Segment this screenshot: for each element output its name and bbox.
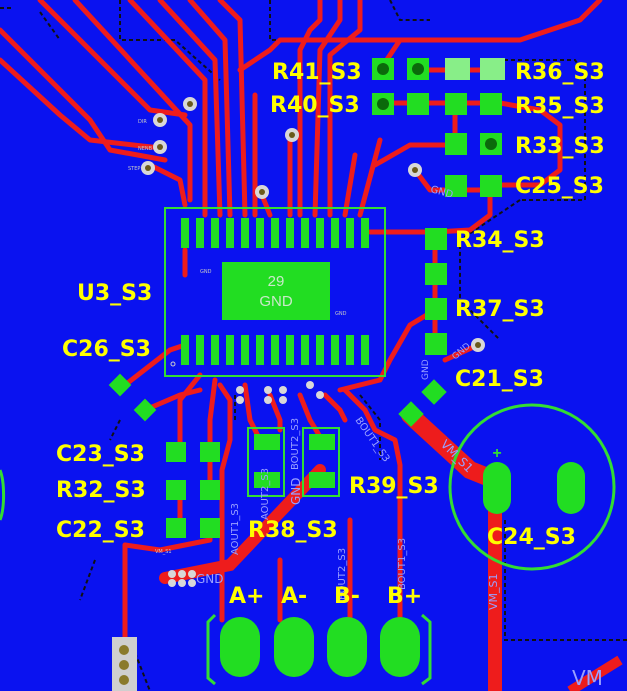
r35-pad-right bbox=[480, 93, 502, 115]
vias bbox=[141, 97, 485, 587]
net-aout1: AOUT1_S3 bbox=[230, 503, 241, 555]
label-r32: R32_S3 bbox=[56, 478, 146, 503]
r35-pad-left bbox=[445, 93, 467, 115]
label-r40: R40_S3 bbox=[270, 93, 360, 118]
u3-outline bbox=[164, 207, 386, 377]
r32-pad-right bbox=[200, 480, 220, 500]
label-u3: U3_S3 bbox=[77, 281, 152, 306]
u3-footprint[interactable]: 29 GND bbox=[164, 207, 386, 377]
r37-pad-top bbox=[425, 263, 447, 285]
label-r35: R35_S3 bbox=[515, 94, 605, 119]
svg-text:STEP: STEP bbox=[128, 166, 140, 172]
u3-thermal-pad bbox=[222, 262, 330, 320]
motor-connector bbox=[206, 613, 432, 686]
u3-pad-net: GND bbox=[259, 293, 293, 310]
u3-bottom-pins bbox=[181, 335, 369, 365]
svg-text:VM_S1: VM_S1 bbox=[155, 549, 172, 555]
connector-labels: A+ A- B- B+ bbox=[229, 584, 422, 609]
c22-pad-right bbox=[200, 518, 220, 538]
label-r38: R38_S3 bbox=[248, 518, 338, 543]
label-r36: R36_S3 bbox=[515, 60, 605, 85]
label-r39: R39_S3 bbox=[349, 474, 439, 499]
svg-text:GND: GND bbox=[200, 269, 212, 275]
label-r33: R33_S3 bbox=[515, 134, 605, 159]
c25-pad-right bbox=[480, 175, 502, 197]
net-vm-s1-vertical: VM_S1 bbox=[487, 574, 500, 611]
r36-pad-right bbox=[480, 58, 505, 80]
label-r34: R34_S3 bbox=[455, 228, 545, 253]
label-c26: C26_S3 bbox=[62, 337, 151, 362]
label-c23: C23_S3 bbox=[56, 442, 145, 467]
c21-pad-b bbox=[398, 401, 424, 427]
u3-top-pins bbox=[181, 218, 369, 248]
u3-pad-number: 29 bbox=[268, 273, 285, 290]
r37-pad-bottom bbox=[425, 298, 447, 320]
c24-footprint: + bbox=[448, 403, 616, 571]
designators: R41_S3 R36_S3 R40_S3 R35_S3 R33_S3 C25_S… bbox=[56, 60, 605, 550]
r32-pad-left bbox=[166, 480, 186, 500]
label-c21: C21_S3 bbox=[455, 367, 544, 392]
r34-pad bbox=[425, 228, 447, 250]
copper-traces bbox=[0, 0, 603, 653]
r39-footprint bbox=[302, 427, 340, 497]
net-gnd-3: GND bbox=[451, 341, 473, 362]
label-a-minus: A- bbox=[281, 584, 307, 609]
r33-pad-left bbox=[445, 133, 467, 155]
net-bout2-b: BOUT2_S3 bbox=[337, 548, 348, 600]
passive-pads-lower bbox=[166, 442, 220, 538]
left-header bbox=[112, 637, 137, 691]
label-r41: R41_S3 bbox=[272, 60, 362, 85]
net-gnd-4: GND bbox=[289, 477, 303, 505]
c21-pad-a bbox=[421, 379, 447, 405]
label-c24: C24_S3 bbox=[487, 525, 576, 550]
net-gnd-5: GND bbox=[196, 572, 224, 586]
net-aout2: AOUT2_S3 bbox=[260, 468, 271, 520]
c23-pad-left bbox=[166, 442, 186, 462]
gnd-trace-wide bbox=[159, 464, 326, 584]
c24-polarity-mark: + bbox=[492, 445, 501, 462]
net-vm-corner: VM bbox=[572, 666, 603, 690]
c23-pad-right bbox=[200, 442, 220, 462]
c21-pad-top bbox=[425, 333, 447, 355]
r38-footprint bbox=[247, 427, 285, 497]
net-gnd-2: GND bbox=[421, 359, 431, 380]
label-b-minus: B- bbox=[334, 584, 360, 609]
left-edge-outline bbox=[0, 469, 6, 521]
c26-pad-b bbox=[133, 398, 157, 422]
vm-corner-trace bbox=[567, 655, 623, 691]
svg-text:NENB: NENB bbox=[138, 146, 153, 152]
label-b-plus: B+ bbox=[387, 584, 422, 609]
c25-pad-left bbox=[445, 175, 467, 197]
net-bout1-b: BOUT1_S3 bbox=[397, 538, 408, 590]
passive-pads-upper bbox=[372, 58, 505, 355]
label-r37: R37_S3 bbox=[455, 297, 545, 322]
label-a-plus: A+ bbox=[229, 584, 264, 609]
net-bout2: BOUT2_S3 bbox=[290, 418, 301, 470]
svg-text:DIR: DIR bbox=[138, 119, 147, 125]
r36-pad-left bbox=[445, 58, 470, 80]
c26-pad-a bbox=[108, 373, 132, 397]
label-c25: C25_S3 bbox=[515, 174, 604, 199]
tiny-trace-labels: DIR NENB STEP GND GND VM_S1 bbox=[128, 119, 347, 555]
r40-pad-right bbox=[407, 93, 429, 115]
u3-pin1-dot bbox=[170, 361, 176, 367]
svg-text:GND: GND bbox=[335, 311, 347, 317]
label-c22: C22_S3 bbox=[56, 518, 145, 543]
c22-pad-left bbox=[166, 518, 186, 538]
